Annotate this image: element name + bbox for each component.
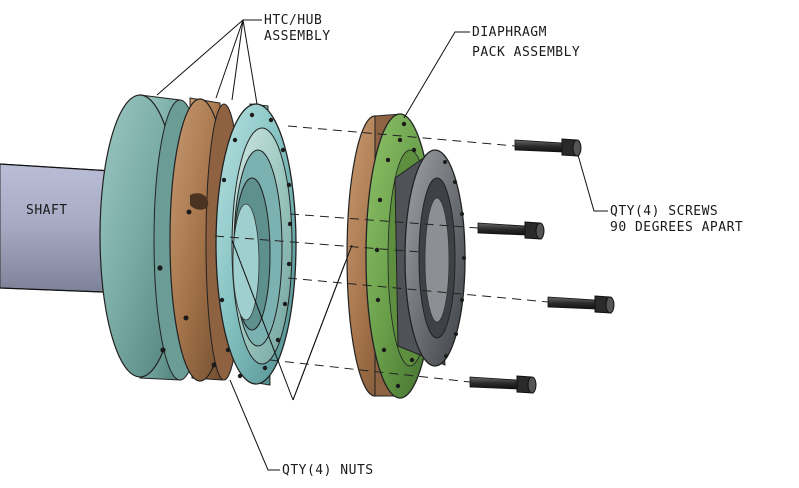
label-htc-hub-assembly: HTC/HUB ASSEMBLY [264,13,331,44]
alignment-lines [214,125,549,383]
label-nuts: QTY(4) NUTS [282,463,374,478]
screw [469,375,537,394]
screw [547,295,615,314]
copper-ring-holes [183,209,217,368]
label-screws: QTY(4) SCREWS 90 DEGREES APART [610,204,743,235]
label-shaft: SHAFT [26,203,68,218]
label-htc-hub-line2: ASSEMBLY [264,29,331,44]
label-diaphragm-pack-assembly: DIAPHRAGM PACK ASSEMBLY [472,25,580,60]
leader-lines [156,19,608,471]
gray-ring-holes [443,160,466,358]
label-diaphragm-line2: PACK ASSEMBLY [472,45,580,60]
screw [514,138,582,157]
hub-front-flange [215,103,297,386]
label-htc-hub-line1: HTC/HUB [264,13,322,28]
diaphragm-gray-ring [394,149,466,367]
label-screws-line2: 90 DEGREES APART [610,220,743,235]
front-flange-bolt-holes [219,112,293,379]
screw [477,221,545,240]
label-diaphragm-line1: DIAPHRAGM [472,25,547,40]
label-screws-line1: QTY(4) SCREWS [610,204,718,219]
